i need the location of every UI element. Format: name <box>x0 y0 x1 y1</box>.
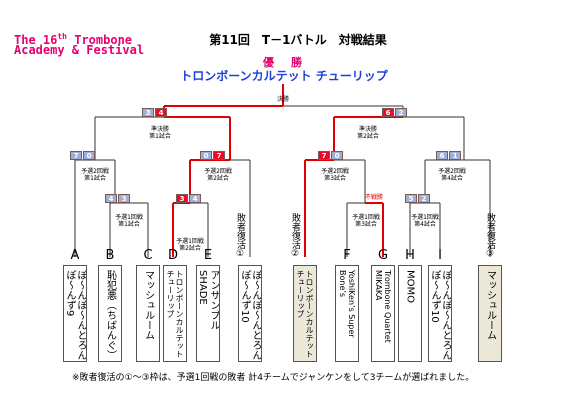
winner-team-name: トロンボーンカルテット チューリップ <box>180 69 388 83</box>
team-name: アンサンブル SHADE <box>197 270 219 330</box>
team-box-d: トロンボーンカルテット チューリップ <box>163 265 187 362</box>
slot-letter-d: D <box>167 248 178 263</box>
team-name: ぽ～んぽ～んとろん ぽ～んず10 <box>239 270 261 360</box>
score-p14-right: 2 <box>418 194 430 203</box>
team-box-a: ぽ～んぽ～んとろん ぽ～んず9 <box>63 265 87 362</box>
festival-ordinal-suffix: th <box>57 32 67 41</box>
pre2-match4-title: 予選2回戦 <box>438 168 466 175</box>
pre2-match1-subtitle: 第1試合 <box>84 175 106 182</box>
score-final-left: 3 <box>142 108 154 117</box>
team-name: トロンボーンカルテット チューリップ <box>166 270 184 358</box>
semi2-title: 準決勝 <box>358 126 377 133</box>
score-p12-left: 3 <box>176 194 188 203</box>
score-p11-right: 3 <box>118 194 130 203</box>
pre1-match1-title: 予選1回戦 <box>115 214 143 221</box>
team-box-h: MOMO <box>398 265 422 362</box>
pre1-match4-title: 予選1回戦 <box>411 214 439 221</box>
team-box-revival-1: ぽ～んぽ～んとろん ぽ～んず10 <box>238 265 262 362</box>
forfeit-label: 不戦勝 <box>364 194 383 201</box>
pre1-match4-subtitle: 第4試合 <box>414 221 436 228</box>
slot-letter-f: F <box>343 248 351 263</box>
pre2-match3-title: 予選2回戦 <box>321 168 349 175</box>
team-name: マッシュルーム <box>484 270 496 340</box>
pre2-match3-subtitle: 第3試合 <box>324 175 346 182</box>
slot-letter-a: A <box>70 248 80 263</box>
pre1-match1-subtitle: 第1試合 <box>118 221 140 228</box>
pre1-match3-title: 予選1回戦 <box>352 214 380 221</box>
semi1-subtitle: 第1試合 <box>149 133 171 140</box>
team-box-b: 恥犯悪（ちばんぐ） <box>98 265 122 362</box>
team-box-e: アンサンブル SHADE <box>196 265 220 362</box>
festival-name-line2: Academy & Festival <box>14 43 145 57</box>
score-final-left-win: 4 <box>155 108 167 117</box>
team-name: ぽ～んぽ～んとろん ぽ～んず10 <box>429 270 451 360</box>
score-final-right: 2 <box>395 108 407 117</box>
score-p22-left: 0 <box>200 151 212 160</box>
slot-letter-b: B <box>105 248 115 263</box>
pre2-match2-subtitle: 第2試合 <box>207 175 229 182</box>
score-p24-right: 1 <box>449 151 461 160</box>
team-name: ぽ～んぽ～んとろん ぽ～んず9 <box>64 270 86 360</box>
team-name: Trombone Quartet MIKAKA <box>374 270 392 343</box>
team-box-revival-3: マッシュルーム <box>478 265 502 362</box>
score-p21-right: 0 <box>83 151 95 160</box>
slot-letter-i: I <box>438 248 442 263</box>
team-box-g: Trombone Quartet MIKAKA <box>371 265 395 362</box>
score-p14-left: 5 <box>405 194 417 203</box>
slot-letter-e: E <box>203 248 213 263</box>
pre2-match1-title: 予選2回戦 <box>81 168 109 175</box>
revival-slot-2-label: 敗者復活② <box>290 213 300 259</box>
pre1-match2-subtitle: 第2試合 <box>179 245 201 252</box>
pre2-match2-title: 予選2回戦 <box>204 168 232 175</box>
team-box-revival-2: トロンボーンカルテット チューリップ <box>293 265 317 362</box>
festival-name-line1: The 16th Trombone <box>14 32 133 47</box>
score-p23-right: 0 <box>331 151 343 160</box>
page-title: 第11回 T－1バトル 対戦結果 <box>209 33 387 47</box>
score-final-right-win: 6 <box>382 108 394 117</box>
team-name: 恥犯悪（ちばんぐ） <box>104 270 116 360</box>
score-p12-right: 4 <box>189 194 201 203</box>
final-round-label: 決勝 <box>276 96 289 103</box>
team-box-c: マッシュルーム <box>136 265 160 362</box>
footnote: ※敗者復活の①～③枠は、予選1回戦の敗者 計4チームでジャンケンをして3チームが… <box>72 373 475 383</box>
semi2-subtitle: 第2試合 <box>357 133 379 140</box>
team-box-i: ぽ～んぽ～んとろん ぽ～んず10 <box>428 265 452 362</box>
revival-slot-1-label: 敗者復活① <box>235 213 245 259</box>
winner-label: 優 勝 <box>263 56 305 69</box>
score-p21-left: 7 <box>70 151 82 160</box>
team-name: トロンボーンカルテット チューリップ <box>296 270 314 358</box>
semi1-title: 準決勝 <box>150 126 169 133</box>
pre1-match3-subtitle: 第3試合 <box>355 221 377 228</box>
pre1-match2-title: 予選1回戦 <box>176 238 204 245</box>
score-p11-left: 4 <box>105 194 117 203</box>
score-p23-left: 7 <box>318 151 330 160</box>
team-name: マッシュルーム <box>142 270 154 340</box>
slot-letter-g: G <box>377 248 389 263</box>
pre2-match4-subtitle: 第4試合 <box>441 175 463 182</box>
score-p24-left: 6 <box>436 151 448 160</box>
slot-letter-h: H <box>405 248 415 263</box>
slot-letter-c: C <box>143 248 153 263</box>
team-name: YoshiKen’s Super Bone’s <box>338 270 356 338</box>
revival-slot-3-label: 敗者復活③ <box>485 213 495 259</box>
score-p22-right: 7 <box>213 151 225 160</box>
team-box-f: YoshiKen’s Super Bone’s <box>335 265 359 362</box>
team-name: MOMO <box>404 270 416 303</box>
